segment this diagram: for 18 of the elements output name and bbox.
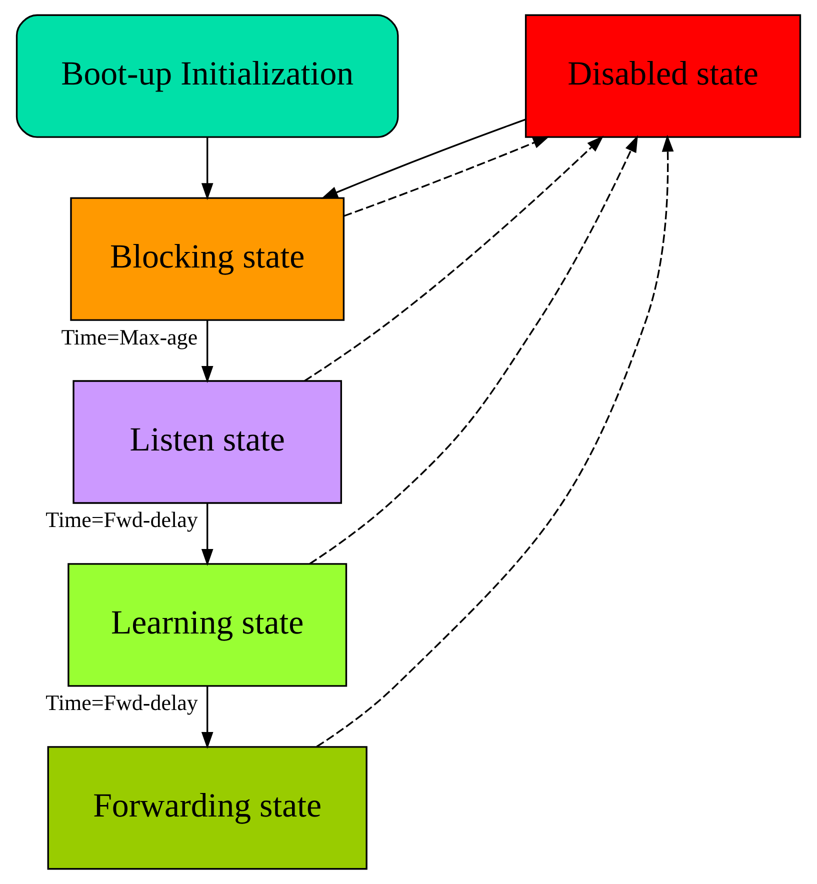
- arrow: [320, 118, 526, 199]
- node-box: Forwarding state: [47, 746, 368, 870]
- arrow: [201, 137, 214, 200]
- arrow: [309, 135, 638, 565]
- arrow: [201, 686, 214, 749]
- edge-label: Time=Max-age: [61, 324, 198, 350]
- arrow: [304, 136, 604, 382]
- node-box: Listen state: [72, 380, 342, 504]
- node-box: Boot-up Initialization: [16, 14, 399, 138]
- arrow: [201, 502, 214, 566]
- node-box: Blocking state: [70, 197, 345, 321]
- edge-label: Time=Fwd-delay: [46, 690, 198, 716]
- arrow: [344, 136, 550, 217]
- edge-label: Time=Fwd-delay: [46, 507, 198, 532]
- arrow: [316, 134, 674, 748]
- node-box: Learning state: [68, 563, 348, 687]
- node-box: Disabled state: [524, 14, 802, 138]
- arrow: [201, 320, 214, 384]
